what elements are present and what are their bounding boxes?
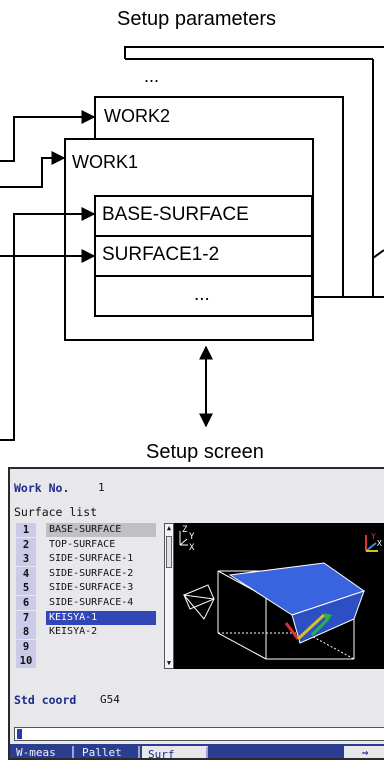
coordinate-marker-icon: Y X — [365, 532, 382, 552]
diagram-title: Setup parameters — [117, 8, 276, 30]
input-cursor — [17, 729, 22, 739]
axis-y-label: Y — [189, 532, 195, 542]
surface-row-number: 7 — [16, 610, 36, 625]
surface-row-name: TOP-SURFACE — [49, 538, 116, 550]
arrow-to-work2 — [0, 110, 96, 162]
list-box-1 — [94, 195, 313, 237]
surface-row-number: 8 — [16, 625, 36, 640]
softkey-bar: W-meas Pallet Surf ⇒ — [10, 744, 384, 758]
work1-label: WORK1 — [72, 152, 139, 172]
surface-list-row[interactable]: 8 KEISYA-2 — [10, 625, 162, 640]
surface-row-number: 1 — [16, 523, 36, 537]
surface-row-number: 5 — [16, 581, 36, 596]
surface-list-row[interactable]: 7 KEISYA-1 — [10, 610, 162, 625]
surface-list-row[interactable]: 1 BASE-SURFACE — [10, 523, 162, 537]
work2-label: WORK2 — [104, 106, 171, 126]
surface-list-row[interactable]: 9 — [10, 639, 162, 654]
surface-row-number: 6 — [16, 596, 36, 610]
surface-list-label: Surface list — [14, 505, 98, 519]
arrow-to-base-surface — [0, 207, 96, 441]
surface-list-row[interactable]: 6 SIDE-SURFACE-4 — [10, 596, 162, 610]
back-box-ellipsis: ... — [144, 66, 160, 86]
surface-list-row[interactable]: 5 SIDE-SURFACE-3 — [10, 581, 162, 596]
surface-row-name: SIDE-SURFACE-3 — [49, 582, 134, 594]
std-coord-value: G54 — [100, 693, 120, 706]
list-box-3 — [94, 275, 313, 317]
scroll-up-icon[interactable]: ▲ — [166, 524, 172, 532]
list-item-surface: SURFACE1-2 — [102, 244, 220, 265]
surface-row-name: SIDE-SURFACE-4 — [49, 597, 134, 608]
surface-list-row[interactable]: 2 TOP-SURFACE — [10, 537, 162, 552]
surface-list-row[interactable]: 3 SIDE-SURFACE-1 — [10, 552, 162, 567]
svg-text:Y: Y — [371, 532, 376, 541]
scroll-down-icon[interactable]: ▼ — [166, 659, 172, 667]
surface-list-scrollbar[interactable]: ▲ ▼ — [164, 523, 174, 669]
surface-row-number: 3 — [16, 552, 36, 567]
work-no-value: 1 — [98, 481, 105, 494]
surface-row-number: 10 — [16, 654, 36, 669]
surface-row-name — [46, 640, 156, 654]
setup-parameters-diagram: Setup parameters ... WORK2 WORK1 BASE-SU… — [0, 8, 384, 463]
surface-row-name: BASE-SURFACE — [46, 523, 156, 537]
arrow-to-work1 — [0, 151, 66, 188]
softkey-pallet[interactable]: Pallet — [76, 746, 140, 758]
work-no-label: Work No. — [14, 481, 70, 495]
surface-row-name: KEISYA-1 — [46, 610, 156, 625]
surface-3d-view: Z Y X Y X — [174, 523, 384, 669]
command-input[interactable] — [14, 727, 384, 741]
diagram-footer: Setup screen — [146, 441, 264, 463]
right-edge-line — [372, 249, 384, 259]
softkey-surf[interactable]: Surf — [142, 746, 208, 758]
std-coord-label: Std coord — [14, 693, 77, 707]
surface-row-name: SIDE-SURFACE-2 — [49, 567, 134, 579]
scroll-thumb[interactable] — [166, 536, 172, 568]
svg-text:X: X — [377, 539, 382, 548]
axis-x-label: X — [189, 543, 195, 553]
surface-row-name: SIDE-SURFACE-1 — [49, 553, 134, 565]
list-item-base-surface: BASE-SURFACE — [102, 204, 249, 225]
surface-row-name: KEISYA-2 — [49, 626, 98, 638]
surface-row-name — [46, 654, 156, 668]
surface-row-number: 2 — [16, 537, 36, 552]
softkey-w-meas[interactable]: W-meas — [10, 746, 74, 758]
softkey-next-arrow[interactable]: ⇒ — [344, 746, 384, 758]
diagram-lines — [0, 46, 384, 441]
list-item-ellipsis: ... — [194, 284, 210, 305]
axis-z-label: Z — [182, 525, 188, 535]
surface-list-row[interactable]: 10 — [10, 654, 162, 669]
surface-list: 1 BASE-SURFACE 2 TOP-SURFACE 3 SIDE-SURFACE-1… — [10, 523, 164, 669]
surface-list-row[interactable]: 4 SIDE-SURFACE-2 — [10, 566, 162, 581]
surface-3d-drawing: Z Y X Y X — [179, 525, 382, 660]
back-box-top — [124, 46, 384, 59]
surface-row-number: 4 — [16, 566, 36, 581]
surface-row-number: 9 — [16, 639, 36, 654]
